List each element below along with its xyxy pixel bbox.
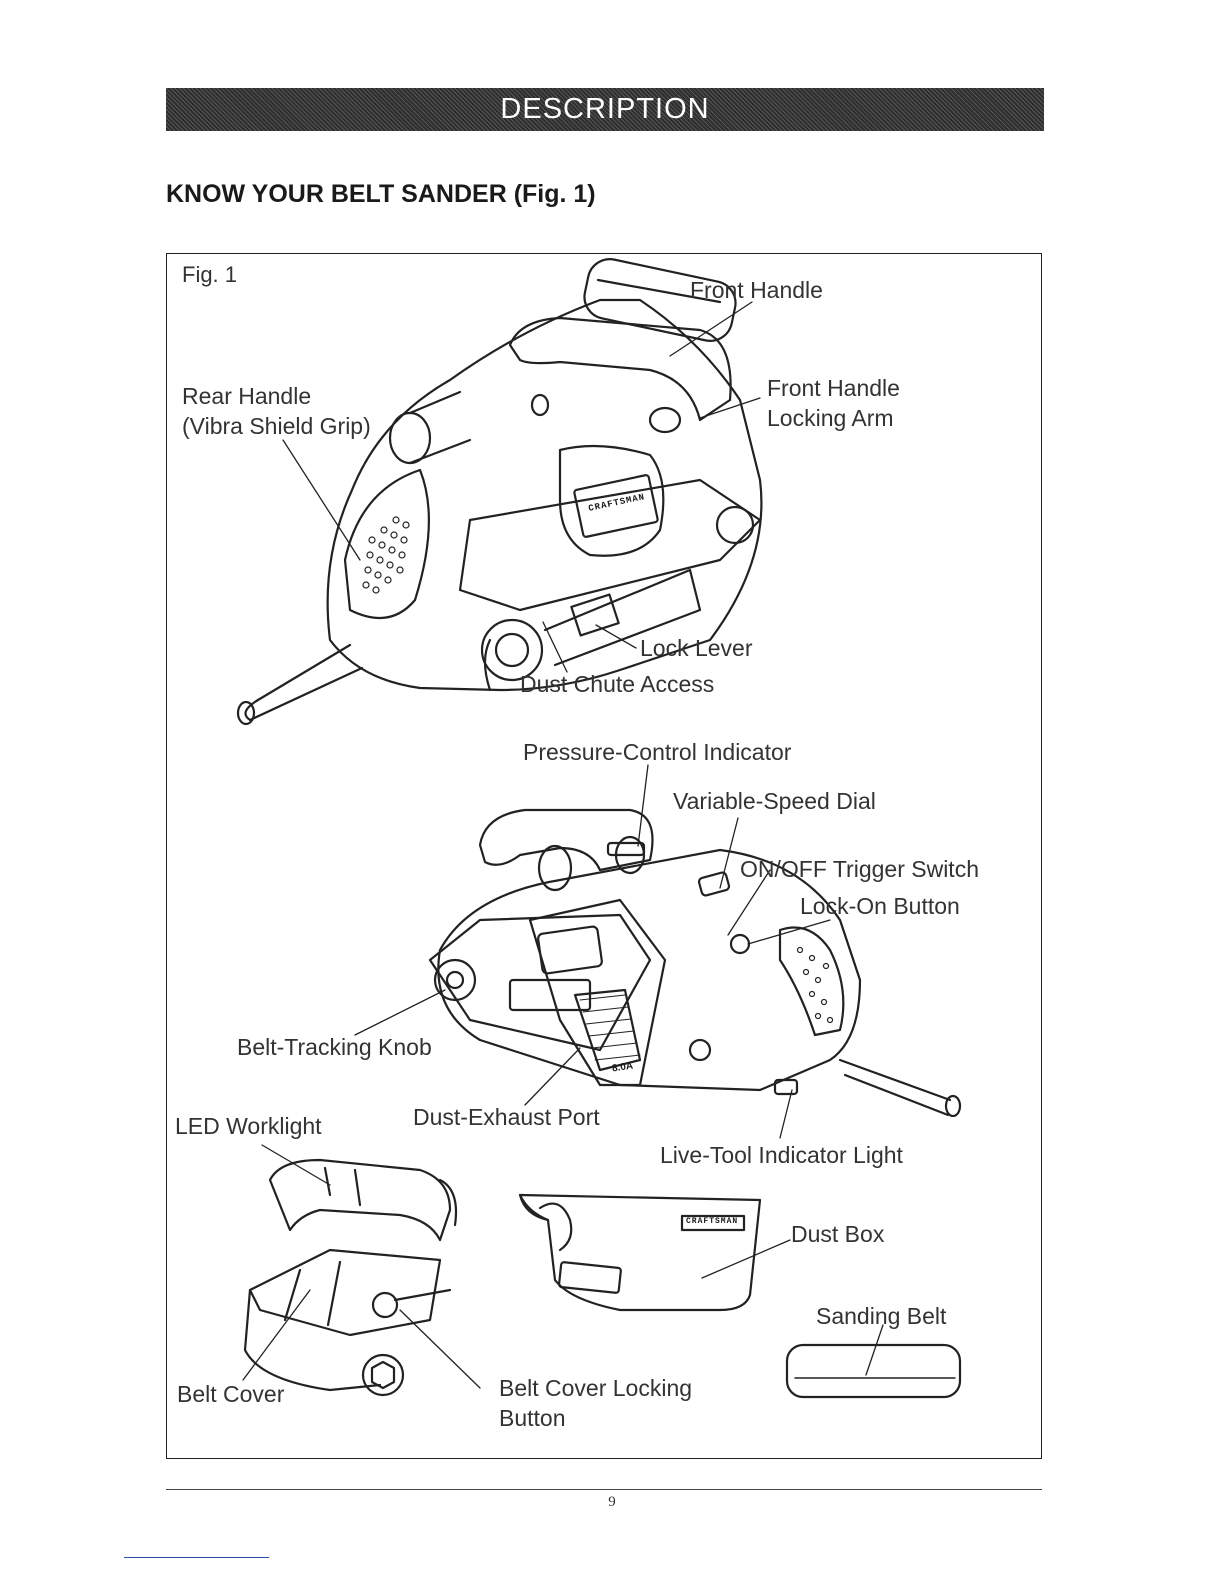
- cover-leaders: [242, 1144, 481, 1389]
- label-variable-speed-dial: Variable-Speed Dial: [673, 788, 876, 814]
- side-view-leaders: [354, 764, 831, 1139]
- dust-box-logo: CRAFTSMAN: [686, 1217, 738, 1226]
- label-led-worklight: LED Worklight: [175, 1113, 322, 1139]
- label-rear-handle-line1: Rear Handle: [182, 383, 312, 409]
- label-front-handle: Front Handle: [690, 277, 823, 303]
- sander-top-view: [236, 258, 763, 726]
- exhaust-hatching: [579, 994, 641, 1061]
- sander-side-view: [428, 808, 962, 1118]
- figure-label: Fig. 1: [182, 262, 238, 287]
- label-pressure-control-indicator: Pressure-Control Indicator: [523, 739, 792, 765]
- grip-texture: [362, 516, 410, 594]
- label-belt-cover: Belt Cover: [177, 1381, 285, 1407]
- label-lock-on-button: Lock-On Button: [800, 893, 960, 919]
- figure-frame: [166, 253, 1042, 1459]
- label-sanding-belt: Sanding Belt: [816, 1303, 947, 1329]
- label-on-off-trigger-switch: ON/OFF Trigger Switch: [740, 856, 979, 882]
- page-heading: KNOW YOUR BELT SANDER (Fig. 1): [166, 180, 596, 208]
- label-live-tool-indicator-light: Live-Tool Indicator Light: [660, 1142, 903, 1168]
- label-belt-tracking-knob: Belt-Tracking Knob: [237, 1034, 432, 1060]
- label-rear-handle-line2: (Vibra Shield Grip): [182, 413, 371, 439]
- sanding-belt: [785, 1343, 962, 1399]
- dust-box: [518, 1193, 762, 1312]
- section-banner: DESCRIPTION: [166, 88, 1044, 131]
- label-front-handle-locking-arm-line2: Locking Arm: [767, 405, 894, 431]
- label-belt-cover-locking-button-line2: Button: [499, 1405, 566, 1431]
- dust-box-logo-text: CRAFTSMAN: [686, 1217, 739, 1226]
- belt-cover-detail: [243, 1158, 458, 1397]
- top-view-leaders: [282, 301, 761, 673]
- label-front-handle-locking-arm-line1: Front Handle: [767, 375, 900, 401]
- label-dust-box: Dust Box: [791, 1221, 885, 1247]
- page-number: 9: [608, 1494, 616, 1510]
- label-dust-exhaust-port: Dust-Exhaust Port: [413, 1104, 600, 1130]
- label-lock-lever: Lock Lever: [640, 635, 753, 661]
- section-title: DESCRIPTION: [500, 93, 710, 125]
- label-belt-cover-locking-button-line1: Belt Cover Locking: [499, 1375, 693, 1401]
- footer-rule: [166, 1489, 1042, 1490]
- label-dust-chute-access: Dust Chute Access: [520, 671, 715, 697]
- bottom-link-underline: [124, 1557, 269, 1558]
- grip-texture-side: [796, 946, 834, 1024]
